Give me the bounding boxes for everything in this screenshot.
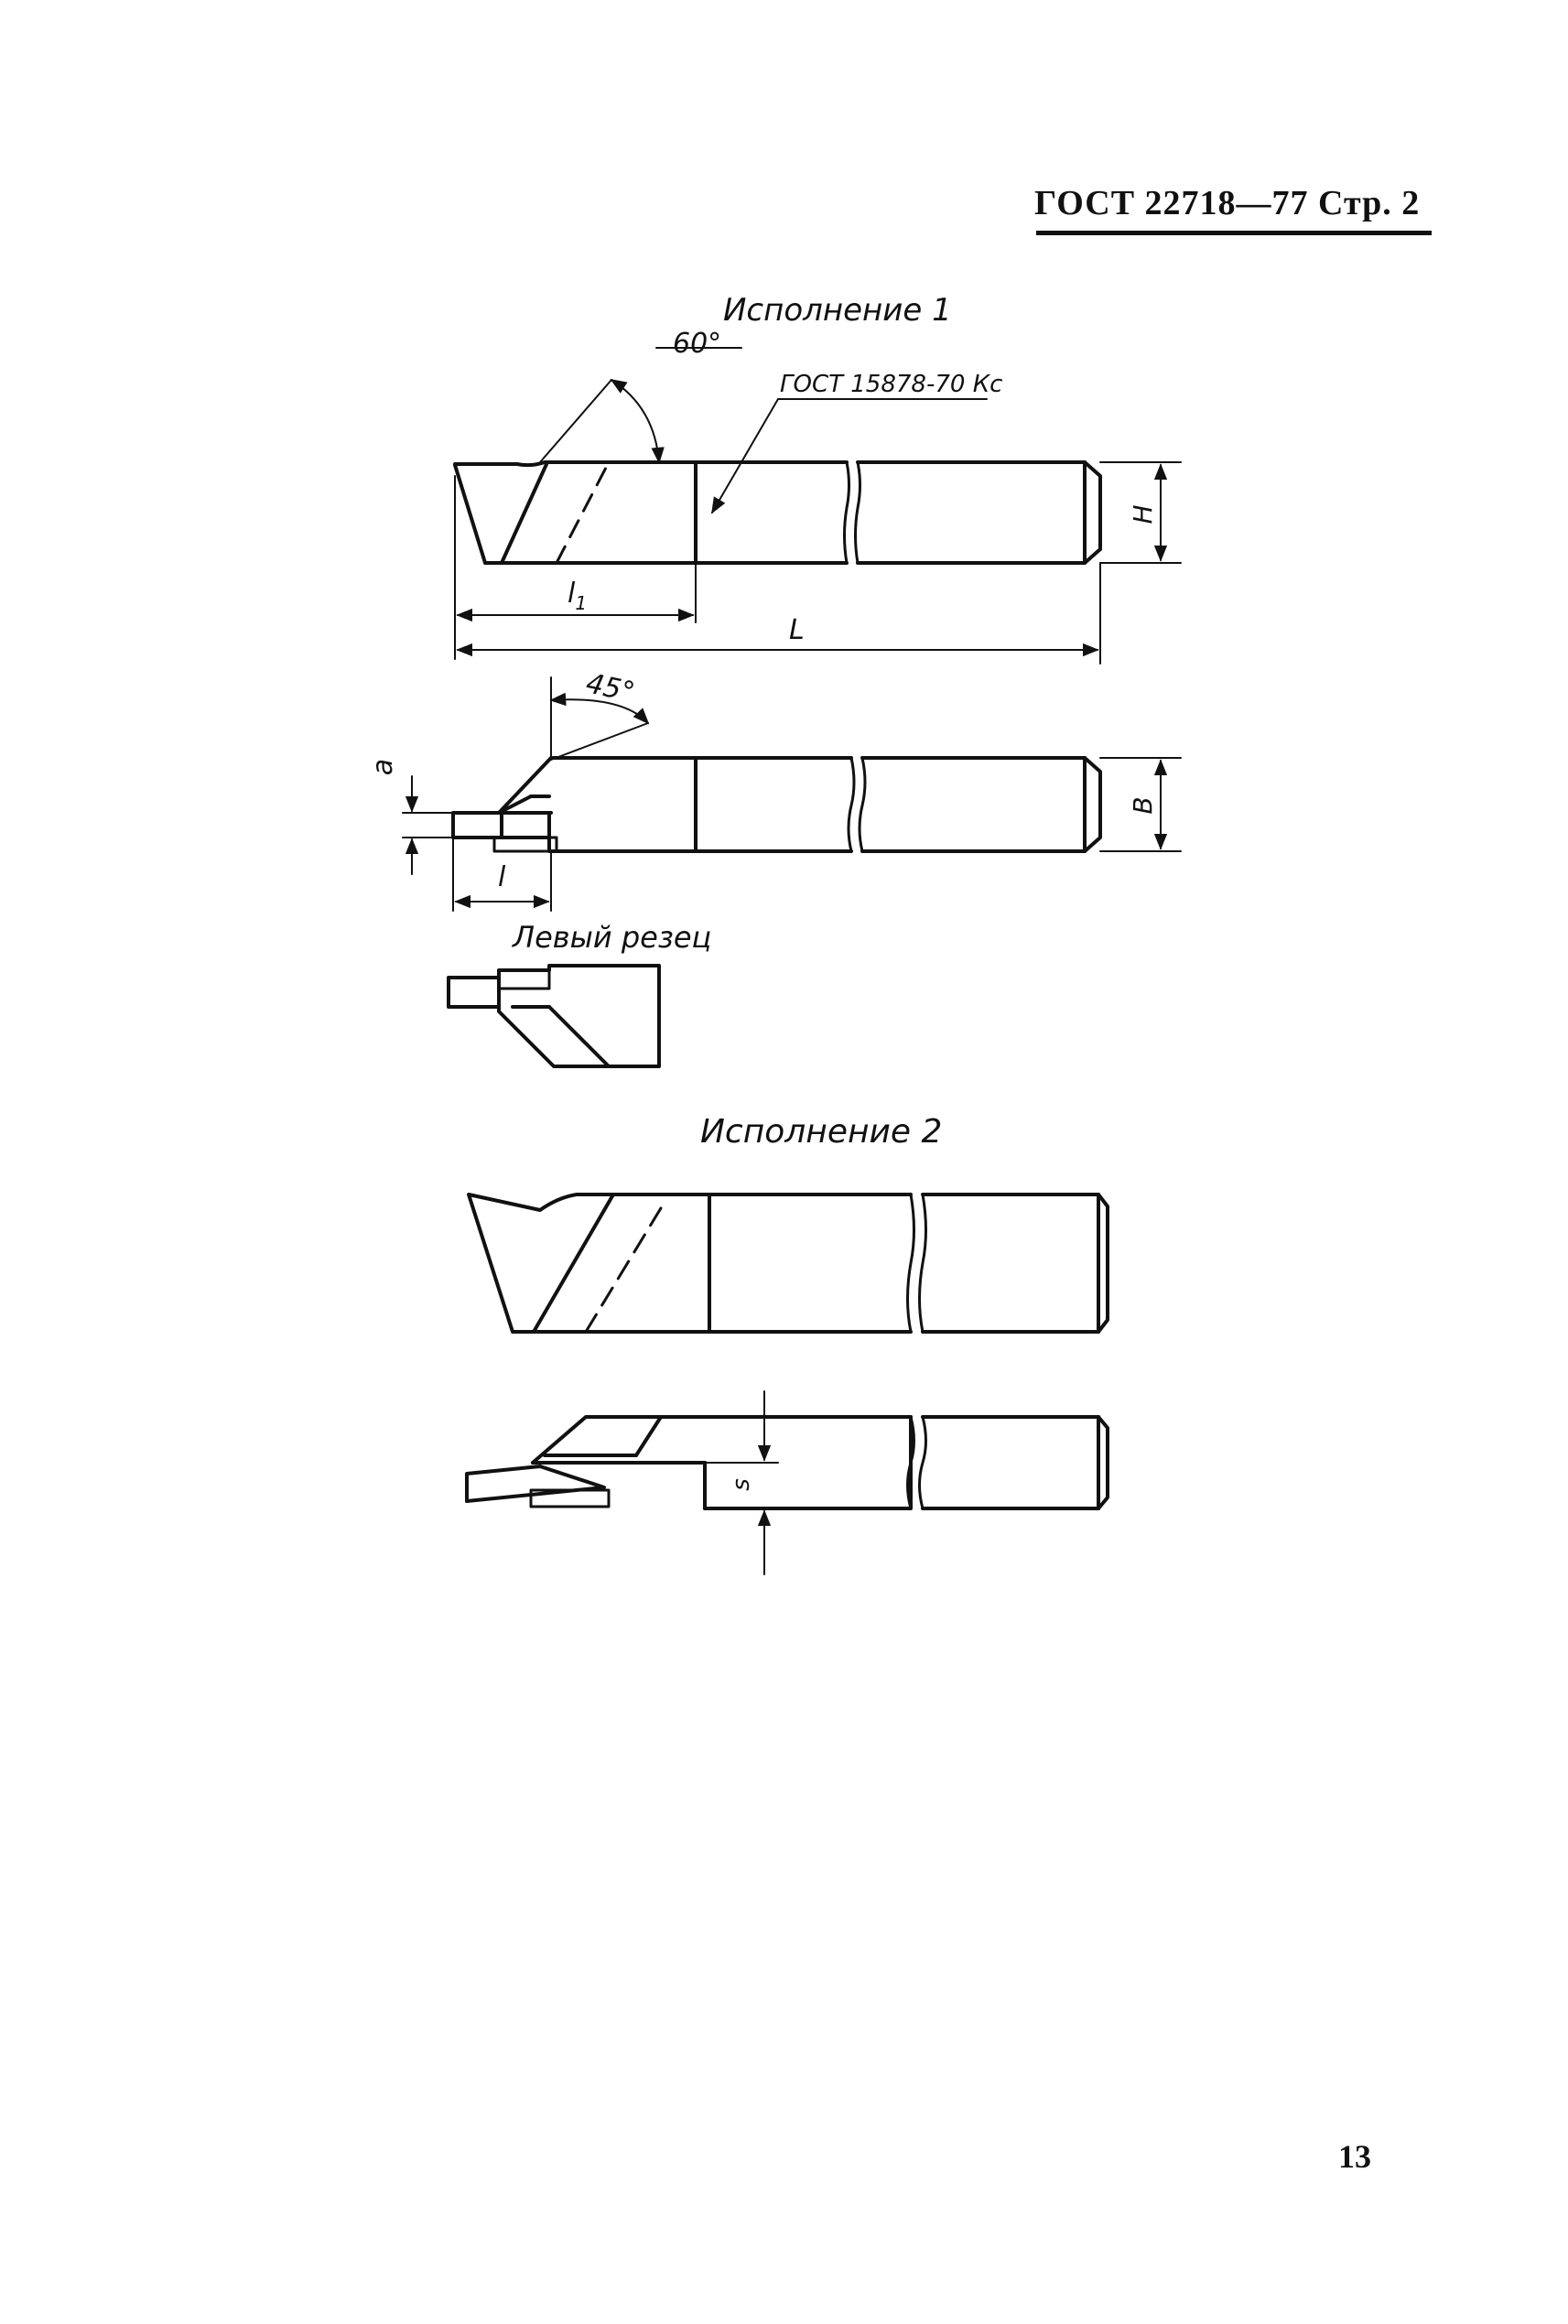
execution-2-label: Исполнение 2 bbox=[700, 1113, 942, 1151]
dim-H-label: H bbox=[1128, 504, 1158, 524]
page-number: 13 bbox=[1338, 2138, 1371, 2175]
left-cutter-label: Левый резец bbox=[512, 920, 711, 955]
tool-left-cutter-view bbox=[447, 964, 661, 1068]
header-title: ГОСТ 22718—77 Стр. 2 bbox=[1034, 184, 1421, 222]
standard-ref-label: ГОСТ 15878-70 Кс bbox=[780, 371, 1002, 398]
dim-l-label: l bbox=[498, 861, 506, 893]
dim-a-label: a bbox=[367, 759, 399, 775]
tool-exec2-side-view bbox=[467, 1193, 1109, 1334]
tool-exec1-side-view bbox=[453, 460, 1102, 565]
execution-1-label: Исполнение 1 bbox=[723, 292, 952, 329]
dim-L-label: L bbox=[789, 614, 805, 646]
angle-60-label: 60° bbox=[673, 328, 721, 360]
header-rule bbox=[1036, 231, 1432, 235]
tool-exec2-plan-view bbox=[465, 1415, 1109, 1510]
dim-B-label: B bbox=[1128, 796, 1158, 814]
dim-s-label: s bbox=[728, 1478, 755, 1491]
dim-l1-label: l1 bbox=[568, 578, 587, 614]
tool-exec1-plan-view bbox=[451, 756, 1102, 853]
